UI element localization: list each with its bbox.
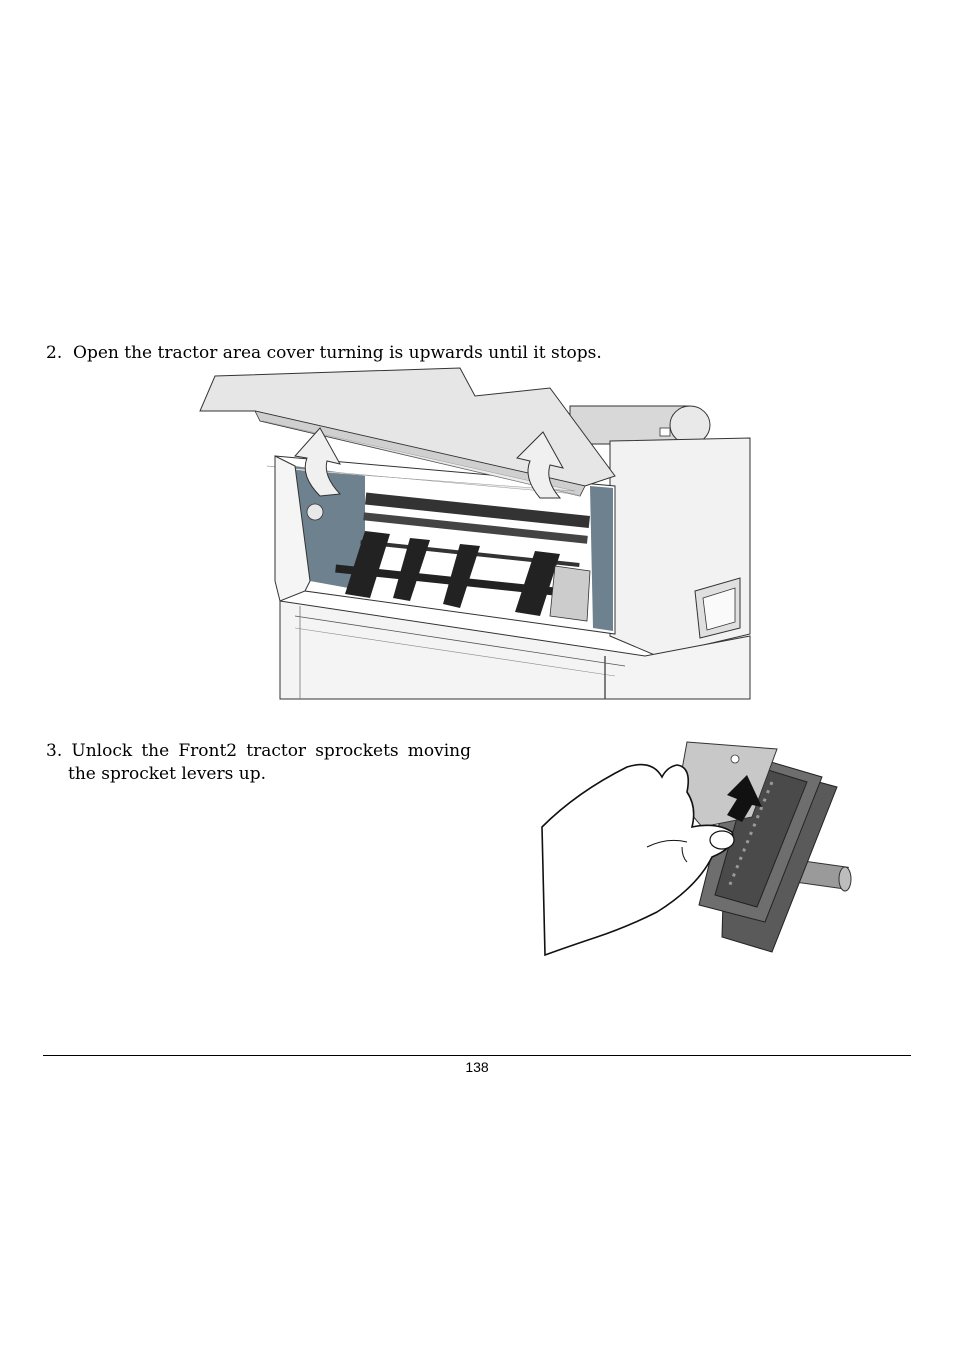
printer-right-body bbox=[609, 437, 751, 657]
step-2-text: Open the tractor area cover turning is u… bbox=[73, 343, 602, 363]
lever-up-arrow-icon bbox=[727, 775, 762, 822]
step-2-instruction: 2. Open the tractor area cover turning i… bbox=[46, 342, 746, 365]
printer-base bbox=[279, 600, 751, 700]
step-3-text-line-2: the sprocket levers up. bbox=[68, 764, 266, 784]
hand bbox=[541, 763, 735, 957]
step-2-number: 2. bbox=[46, 343, 63, 363]
printer-cavity bbox=[274, 455, 616, 635]
page-number: 138 bbox=[465, 1059, 489, 1075]
step-3-number: 3. bbox=[46, 741, 63, 761]
footer-divider bbox=[43, 1055, 911, 1056]
up-arrow-left-icon bbox=[294, 427, 342, 497]
sprocket-lever-hand-illustration bbox=[541, 741, 852, 957]
step-3-text-line-1: Unlock the Front2 tractor sprockets movi… bbox=[71, 741, 472, 761]
paper-roll bbox=[569, 405, 711, 445]
printer-open-cover-illustration bbox=[199, 367, 751, 700]
sprocket-lever bbox=[676, 741, 778, 828]
up-arrow-right-icon bbox=[516, 431, 564, 499]
printer-left-frame bbox=[274, 455, 311, 602]
step-3-instruction: 3. Unlock the Front2 tractor sprockets m… bbox=[46, 740, 471, 786]
tractor-area-cover bbox=[199, 367, 616, 497]
